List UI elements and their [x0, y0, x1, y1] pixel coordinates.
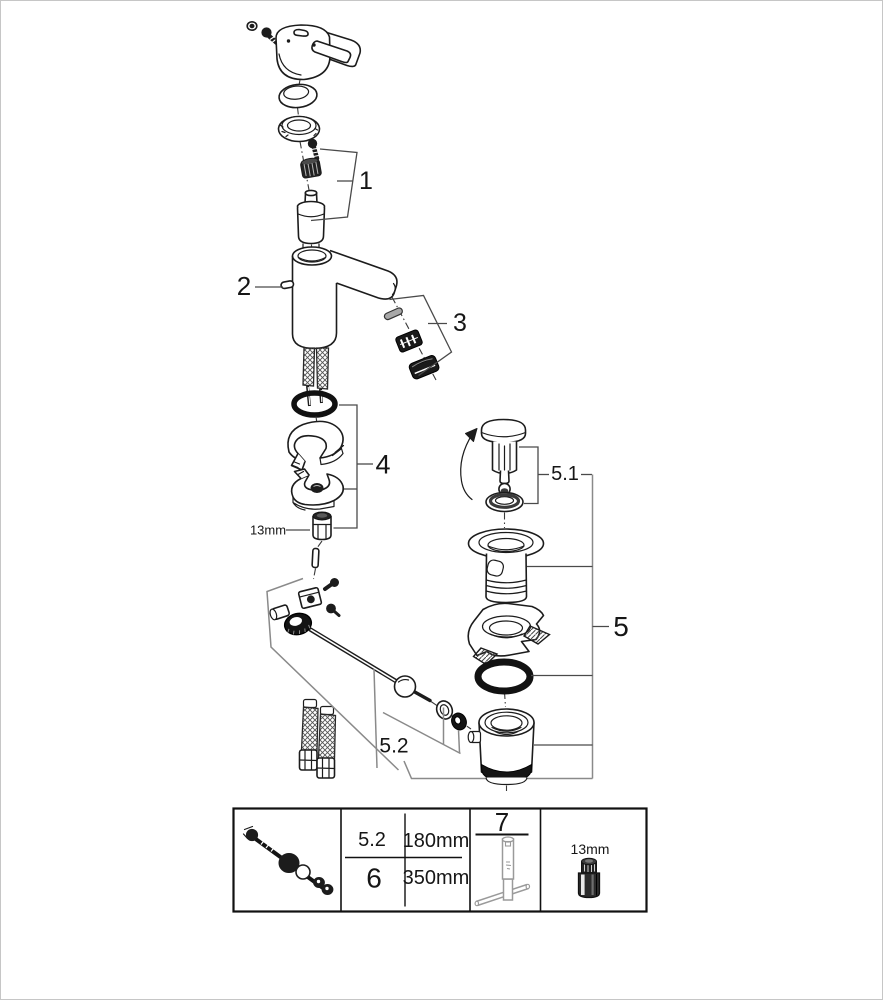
rod-washer-part	[451, 712, 467, 731]
mounting-nut-part	[312, 511, 332, 541]
callout-5-2: 5.2	[266, 577, 593, 780]
pop-up-rod-part	[308, 627, 432, 703]
supply-hoses-upper-part	[302, 347, 330, 407]
cartridge-nut-part	[300, 157, 322, 179]
callout-2-label: 2	[237, 271, 251, 301]
drain-flange-part	[467, 528, 545, 604]
socket-pictogram	[577, 857, 601, 899]
callout-5-label: 5	[613, 611, 629, 642]
dim-row-1-length: 180mm	[403, 830, 470, 852]
faucet-body-part	[280, 244, 398, 350]
mounting-tool-pictogram	[474, 836, 531, 907]
callout-1: 1	[310, 148, 373, 222]
callout-5: 5	[527, 474, 629, 779]
callout-5-1: 5.1	[519, 446, 592, 505]
drain-tailpiece-part	[467, 708, 535, 786]
tool-ref-label: 7	[495, 807, 509, 837]
plug-gasket-part	[485, 491, 524, 513]
nut-size-label: 13mm	[250, 523, 310, 538]
drain-gasket-part	[467, 602, 551, 666]
callout-4-label: 4	[375, 450, 390, 480]
callout-3: 3	[389, 294, 467, 377]
dim-row-2-length: 350mm	[403, 867, 470, 889]
cartridge-screw-part	[307, 138, 320, 161]
drain-plug-part	[460, 418, 527, 501]
dim-row-2-ref: 6	[366, 863, 382, 894]
aerator-key-part	[395, 329, 423, 353]
stabilizer-washer-part	[287, 420, 345, 471]
supply-hoses-lower-part	[298, 698, 337, 779]
rod-assembly-pictogram	[242, 825, 334, 895]
mounting-o-ring-part	[291, 390, 338, 418]
drain-o-ring-part	[474, 658, 534, 695]
callout-2: 2	[237, 271, 283, 301]
callout-4: 4	[333, 404, 391, 529]
nut-size-text: 13mm	[250, 523, 286, 538]
callout-3-label: 3	[453, 309, 467, 337]
rod-o-ring-part	[435, 700, 454, 720]
aerator-pin-part	[383, 307, 403, 321]
handle-screw-part	[246, 20, 280, 46]
handle-lever-part	[275, 24, 362, 81]
pop-up-pin-part	[311, 547, 320, 569]
aerator-part	[408, 355, 440, 380]
rod-joint-block-part	[269, 578, 341, 621]
callout-5-2-label: 5.2	[379, 735, 408, 758]
callout-1-label: 1	[359, 167, 373, 195]
legend-table: 5.2 180mm 6 350mm 7 13mm	[232, 807, 648, 913]
knurled-nut-part	[283, 612, 313, 636]
cartridge-part	[296, 189, 326, 249]
mounting-clamp-part	[290, 468, 345, 511]
legend-table-border	[232, 807, 648, 913]
dim-row-1-ref: 5.2	[358, 829, 386, 851]
base-ring-part	[277, 115, 321, 143]
callout-5-1-label: 5.1	[551, 463, 579, 485]
socket-size-label: 13mm	[571, 841, 610, 857]
cap-ring-part	[278, 83, 318, 109]
